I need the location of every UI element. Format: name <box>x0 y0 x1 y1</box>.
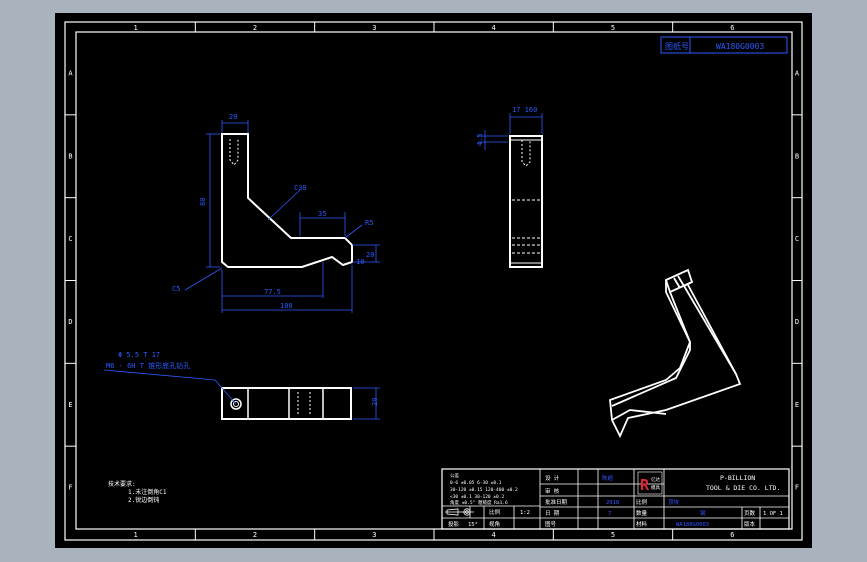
row-value-1: 陈超 <box>602 474 614 482</box>
material-value: 钢 <box>700 509 706 517</box>
zone-col-label-bottom: 3 <box>372 531 376 539</box>
zone-col-label-bottom: 6 <box>730 531 734 539</box>
dim-right-h2: 10 <box>356 258 364 266</box>
tol-line-2: 30-120 ±0.15 120-400 ±0.2 <box>450 487 518 493</box>
logo-cn-2: 模具 <box>651 484 660 491</box>
dim-height: 80 <box>199 198 207 206</box>
angle-label: 视角 <box>489 520 500 528</box>
zone-col-label-top: 5 <box>611 24 615 32</box>
front-view-dimensions <box>184 120 380 313</box>
side-view <box>509 135 543 268</box>
logo-cn-1: 亿达 <box>651 476 660 483</box>
zone-col-label-bottom: 4 <box>492 531 496 539</box>
row-value-4: 7 <box>608 511 611 517</box>
isometric-view <box>609 268 742 439</box>
row-value-3: 2018 <box>606 500 619 506</box>
col2-label-1: 比例 <box>636 498 648 506</box>
zone-row-label-left: A <box>68 69 73 77</box>
tech-notes-title: 技术要求: <box>108 480 136 488</box>
hole-note-1: Φ 5.5 T 17 <box>118 351 160 359</box>
zone-col-label-top: 6 <box>730 24 734 32</box>
zone-row-label-left: B <box>68 152 72 160</box>
projection-label: 投影 <box>448 520 460 528</box>
zone-row-label-right: E <box>795 401 799 409</box>
zone-row-label-right: D <box>795 318 799 326</box>
dim-bottom-height: 20 <box>371 398 379 406</box>
projection-symbol-icon <box>445 508 474 516</box>
zone-row-label-right: B <box>795 152 799 160</box>
angle-value: 15° <box>468 522 478 528</box>
dim-radius: R5 <box>365 219 373 227</box>
dim-corner: C5 <box>172 285 180 293</box>
title-block: 公差 0-6 ±0.05 6-30 ±0.1 30-120 ±0.15 120-… <box>441 468 790 530</box>
dim-right-h1: 20 <box>366 251 374 259</box>
row-label-2: 审 核 <box>545 487 560 495</box>
company-name-1: P-BILLION <box>720 474 755 482</box>
tol-line-3: <30 ±0.1 30-120 ±0.2 <box>450 494 504 500</box>
hole-note-2: M6 - 6H T 锥形底孔钻孔 <box>106 361 190 370</box>
row-label-4: 日 期 <box>545 510 560 517</box>
zone-col-label-bottom: 5 <box>611 531 615 539</box>
dim-base-offset: 77.5 <box>264 288 281 296</box>
tech-notes-line2: 2.锐边倒钝 <box>128 496 159 504</box>
dim-top-width: 20 <box>229 113 237 121</box>
col2-label-3: 材料 <box>636 520 648 528</box>
zone-col-label-top: 1 <box>134 24 138 32</box>
col2-label-2: 数量 <box>636 509 648 517</box>
zone-col-label-bottom: 2 <box>253 531 257 539</box>
front-view-hole <box>229 139 239 166</box>
tech-notes-line1: 1.未注倒角C1 <box>128 488 167 496</box>
dim-side-top: 17 160 <box>512 106 537 114</box>
tol-line-1: 0-6 ±0.05 6-30 ±0.1 <box>450 480 502 486</box>
zone-col-label-top: 4 <box>492 24 496 32</box>
side-view-dimensions <box>478 113 543 150</box>
dim-chamfer: C30 <box>294 184 307 192</box>
zone-col-label-top: 2 <box>253 24 257 32</box>
drawing-number-value: WA180G0003 <box>716 42 764 51</box>
technical-notes: 技术要求: 1.未注倒角C1 2.锐边倒钝 <box>108 480 167 504</box>
tol-line-4: 角度 ±0.5° 粗糙度 Ra1.6 <box>450 499 508 506</box>
dim-overall-length: 100 <box>280 302 293 310</box>
zone-col-label-bottom: 1 <box>134 531 138 539</box>
company-logo: R 亿达 模具 <box>637 471 663 495</box>
zone-row-label-left: C <box>68 235 72 243</box>
bottom-view <box>221 387 352 420</box>
zone-row-label-left: D <box>68 318 72 326</box>
row-label-5: 图号 <box>545 520 557 528</box>
row-label-3: 批准日期 <box>545 498 568 506</box>
row-label-1: 设 计 <box>545 474 560 482</box>
drawing-id-value: WA180G0003 <box>676 522 709 528</box>
page-label: 页数 <box>744 509 756 517</box>
company-name-2: TOOL & DIE CO. LTD. <box>706 484 780 492</box>
bottom-view-dimensions <box>103 369 380 420</box>
page-value: 1 OF 1 <box>763 511 783 517</box>
logo-letter: R <box>640 476 650 494</box>
drawing-number-box: 图纸号 WA180G0003 <box>660 36 788 54</box>
scale-label: 比例 <box>489 508 501 516</box>
zone-row-label-left: F <box>68 484 72 492</box>
version-label: 版本 <box>744 520 756 528</box>
dim-slot-width: 35 <box>318 210 326 218</box>
dim-side-left: 4.5 <box>476 133 484 146</box>
ratio-value: 1:2 <box>520 510 530 516</box>
drawing-number-label: 图纸号 <box>665 41 689 51</box>
zone-row-label-right: C <box>795 235 799 243</box>
front-view-dimension-text: 20 80 C30 35 R5 20 10 C5 77.5 100 <box>172 113 374 310</box>
zone-row-label-left: E <box>68 401 72 409</box>
drawing-sheet <box>55 13 812 548</box>
zone-row-label-right: F <box>795 484 799 492</box>
part-name: 顶块 <box>668 498 680 506</box>
tol-header: 公差 <box>450 472 459 479</box>
zone-col-label-top: 3 <box>372 24 376 32</box>
zone-row-label-right: A <box>795 69 800 77</box>
